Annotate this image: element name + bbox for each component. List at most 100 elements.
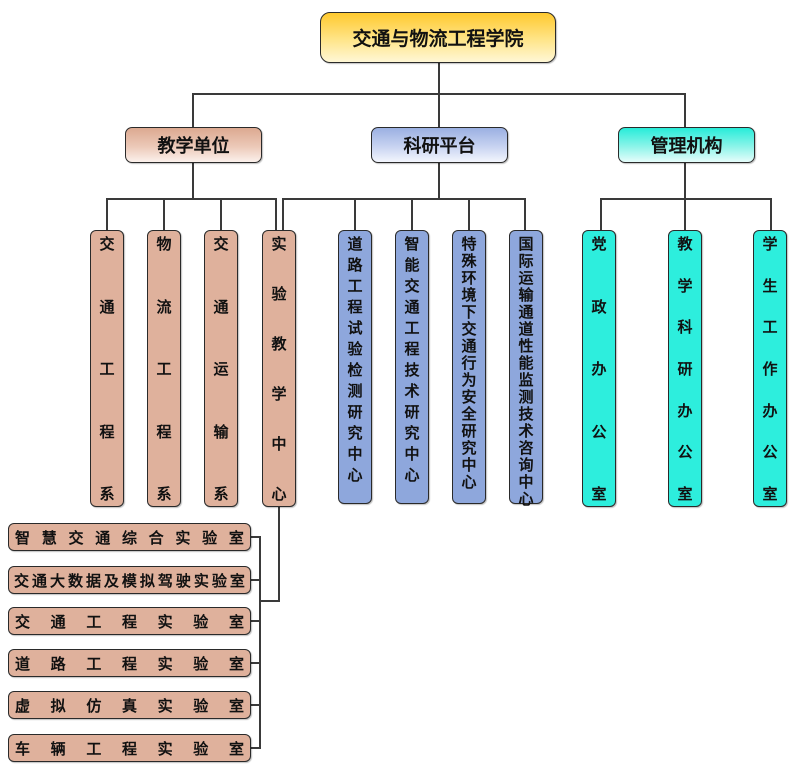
connector-teaching-horizontal	[106, 198, 277, 200]
connector-admin-up	[684, 93, 686, 127]
label-char: 仿	[86, 696, 102, 715]
label-char: 办	[591, 360, 607, 378]
label-char: 心	[461, 473, 477, 491]
label-char: 政	[591, 297, 607, 316]
label-char: 智	[15, 528, 31, 547]
label-char: 为	[461, 371, 477, 389]
root-node: 交通与物流工程学院	[320, 12, 556, 63]
connector-research-c1	[354, 198, 356, 230]
label-char: 监	[518, 371, 534, 389]
connector-lab-3	[251, 620, 261, 622]
label-char: 中	[518, 473, 534, 491]
connector-research-c4	[524, 198, 526, 230]
connector-labs-vertical	[259, 536, 261, 749]
label-char: 输	[518, 286, 534, 304]
label-char: 中	[271, 435, 287, 453]
label-char: 技	[404, 361, 420, 379]
label-char: 究	[404, 424, 420, 442]
label-char: 实	[193, 571, 209, 590]
branch-label: 管理机构	[650, 136, 723, 157]
label-char: 学	[677, 276, 693, 295]
label-char: 工	[156, 360, 172, 378]
label-char: 验	[347, 340, 363, 358]
label-char: 虚	[15, 696, 31, 715]
label-char: 物	[156, 235, 172, 253]
connector-root-down	[438, 63, 440, 95]
node-vertical: 党政办公室	[582, 230, 616, 507]
label-char: 程	[156, 422, 172, 441]
label-char: 流	[156, 297, 172, 316]
label-char: 通	[31, 571, 47, 590]
connector-lab-2	[251, 579, 261, 581]
label-char: 教	[271, 335, 287, 353]
connector-teaching-c4	[275, 198, 277, 230]
label-char: 性	[518, 337, 534, 355]
label-char: 工	[86, 612, 102, 631]
label-char: 驾	[157, 571, 173, 590]
label-char: 研	[347, 403, 363, 421]
connector-research-down	[438, 163, 440, 199]
label-char: 能	[518, 354, 534, 372]
label-char: 工	[86, 654, 102, 673]
label-char: 实	[157, 696, 173, 715]
connector-lab-4	[251, 662, 261, 664]
label-char: 工	[86, 739, 102, 758]
connector-admin-horizontal	[600, 198, 772, 200]
label-char: 公	[677, 443, 693, 462]
label-char: 道	[15, 654, 31, 673]
label-char: 室	[228, 654, 244, 673]
label-char: 室	[228, 528, 244, 547]
label-char: 研	[404, 403, 420, 421]
label-char: 程	[404, 340, 420, 358]
label-char: 路	[347, 256, 363, 274]
label-char: 作	[762, 359, 778, 378]
label-char: 程	[121, 612, 137, 631]
label-char: 研	[677, 359, 693, 378]
label-char: 室	[677, 484, 693, 503]
connector-admin-down	[684, 163, 686, 199]
branch-label: 科研平台	[403, 136, 476, 157]
connector-research-c3	[468, 198, 470, 230]
label-char: 测	[347, 382, 363, 400]
label-char: 交	[15, 612, 31, 631]
label-char: 拟	[50, 696, 66, 715]
connector-lab-center-down	[278, 507, 280, 602]
label-char: 通	[99, 297, 115, 316]
label-char: 验	[193, 739, 209, 758]
label-char: 道	[347, 235, 363, 253]
label-char: 询	[518, 456, 534, 474]
label-char: 室	[229, 571, 245, 590]
label-char: 程	[347, 298, 363, 316]
node-vertical: 实验教学中心	[262, 230, 296, 507]
node-vertical: 特殊环境下交通行为安全研究中心	[452, 230, 486, 504]
lab-node: 智慧交通综合实验室	[8, 523, 251, 551]
label-char: 拟	[139, 571, 155, 590]
label-char: 交	[404, 277, 420, 295]
connector-admin-c3	[770, 198, 772, 230]
label-char: 智	[404, 235, 420, 253]
label-char: 安	[461, 388, 477, 406]
connector-research-up	[438, 93, 440, 127]
label-char: 实	[157, 739, 173, 758]
connector-lab-6	[251, 747, 261, 749]
label-char: 下	[461, 303, 477, 321]
label-char: 工	[99, 360, 115, 378]
label-char: 道	[518, 320, 534, 338]
label-char: 验	[211, 571, 227, 590]
label-char: 交	[14, 571, 30, 590]
label-char: 工	[404, 319, 420, 337]
label-char: 际	[518, 252, 534, 270]
label-char: 交	[213, 235, 229, 253]
label-char: 路	[50, 654, 66, 673]
label-char: 交	[99, 235, 115, 253]
node-vertical: 道路工程试验检测研究中心	[338, 230, 372, 504]
label-char: 全	[461, 405, 477, 423]
label-char: 大	[49, 571, 65, 590]
label-char: 通	[518, 303, 534, 321]
label-char: 特	[461, 235, 477, 253]
node-vertical: 交通运输系	[204, 230, 238, 507]
label-char: 通	[50, 612, 66, 631]
branch-teaching-units: 教学单位	[125, 127, 262, 163]
label-char: 室	[228, 612, 244, 631]
lab-node: 交通工程实验室	[8, 607, 251, 635]
